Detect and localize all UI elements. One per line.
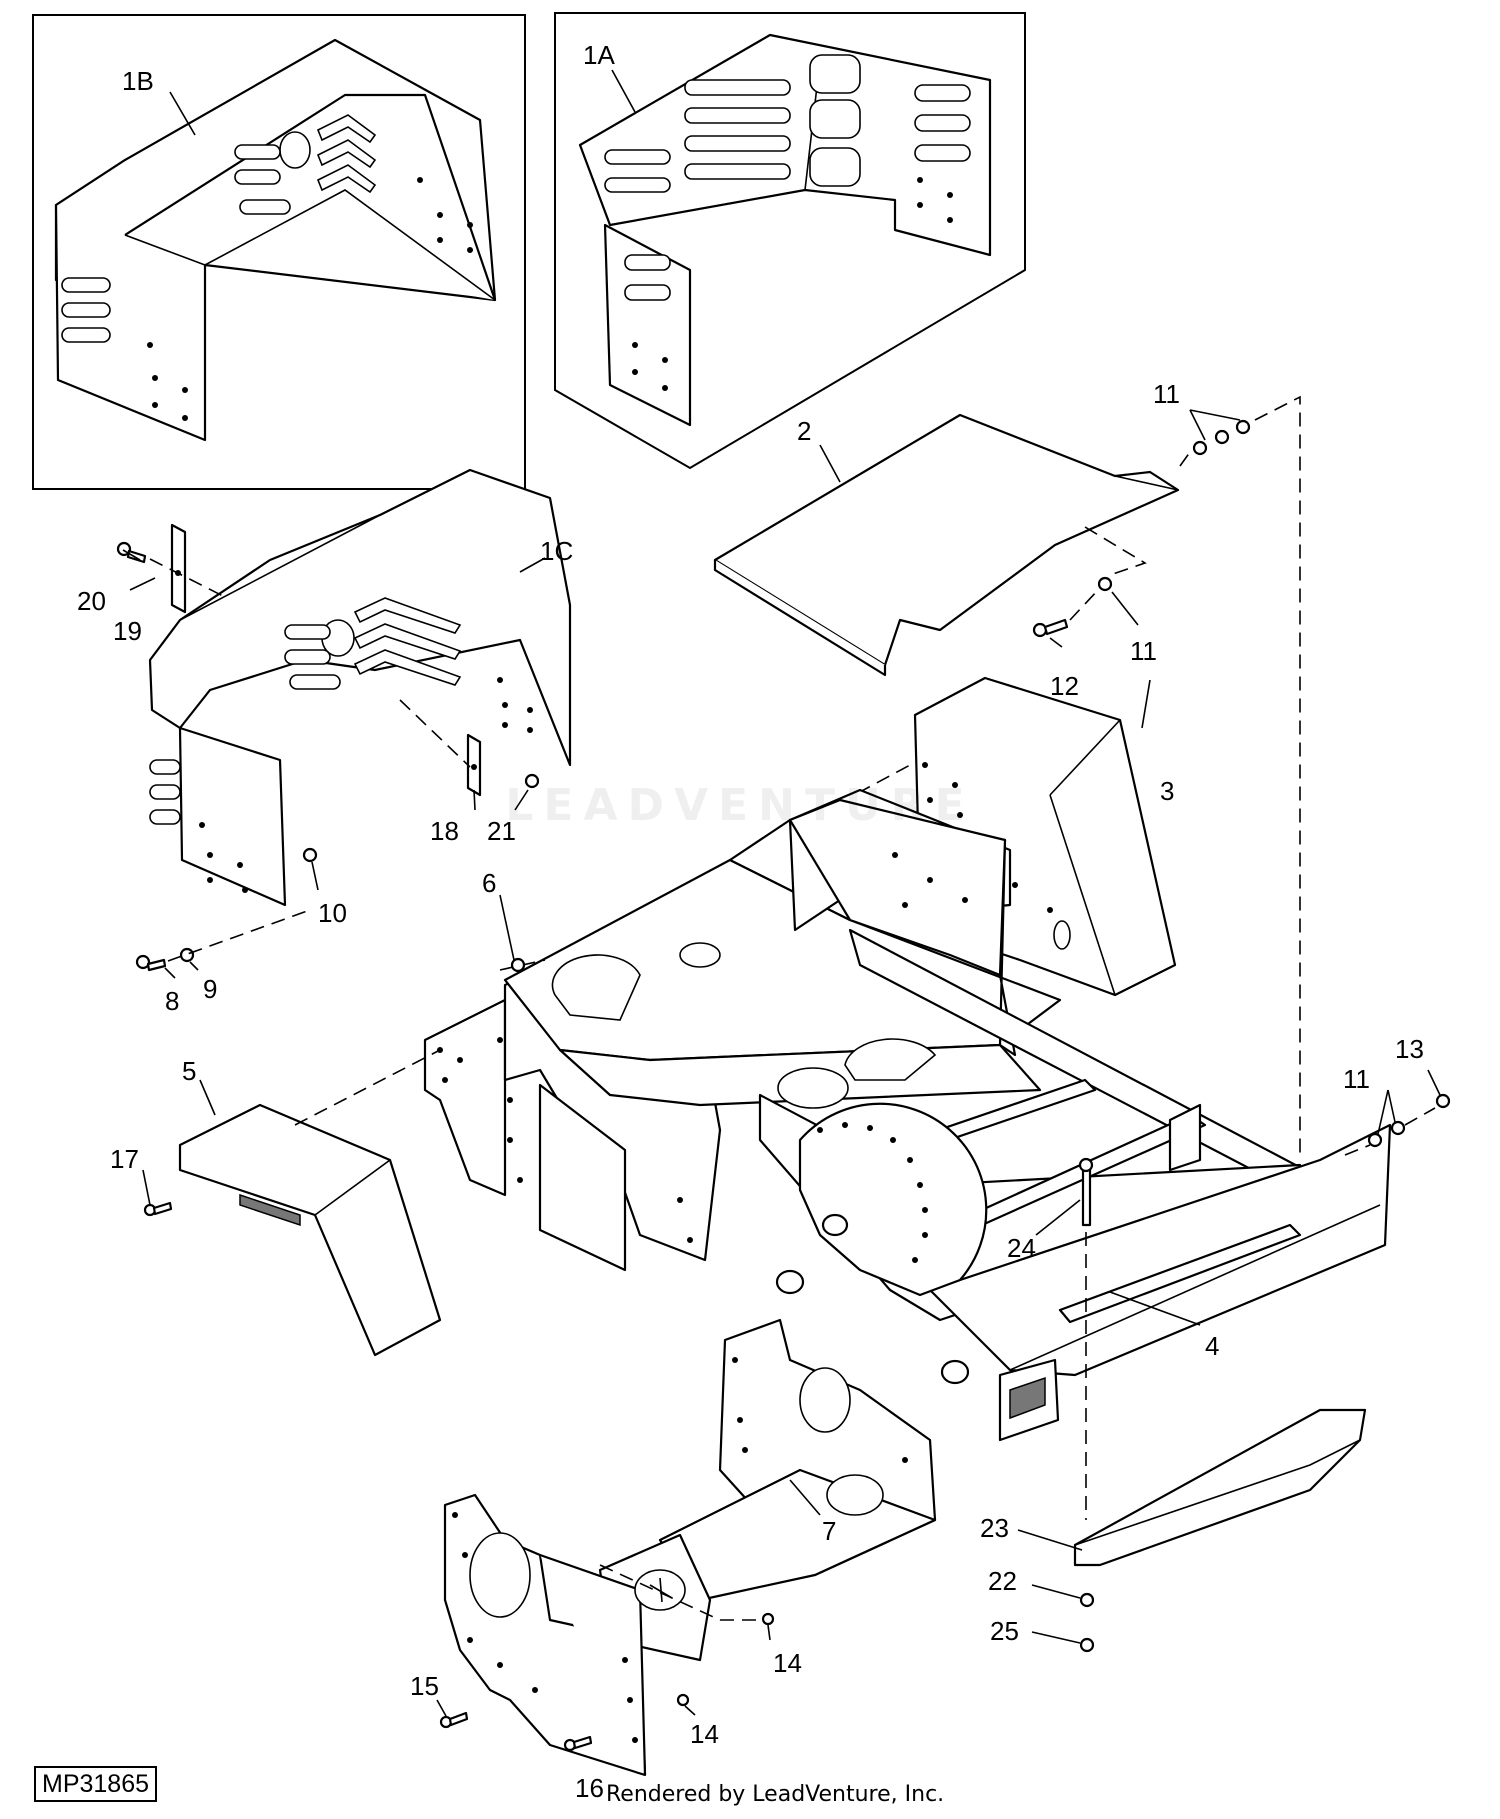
callout-6: 6 [482, 868, 496, 898]
nut-22 [1079, 1592, 1095, 1608]
callout-23: 23 [980, 1513, 1009, 1543]
leader-lines [122, 409, 1441, 1717]
bolt-20 [116, 541, 147, 564]
callout-21: 21 [487, 816, 516, 846]
nut-14-upper [761, 1612, 775, 1626]
callout-22: 22 [988, 1566, 1017, 1596]
main-frame-4 [423, 788, 1392, 1442]
callout-11-right: 11 [1343, 1064, 1370, 1094]
callout-10: 10 [318, 898, 347, 928]
seat-pan-2 [713, 413, 1180, 677]
nut-6 [510, 957, 526, 973]
bracket-18 [466, 733, 482, 797]
callout-14-upper: 14 [773, 1648, 802, 1678]
washer-stack-11-right [1367, 1120, 1406, 1148]
callout-25: 25 [990, 1616, 1019, 1646]
nut-11-mid [1097, 576, 1113, 592]
callout-14-lower: 14 [690, 1719, 719, 1749]
callout-11-top: 11 [1153, 379, 1180, 409]
washer-9 [179, 947, 195, 963]
callout-1c: 1C [540, 536, 573, 566]
watermark-logo: LEADVENTURE [505, 780, 975, 831]
bolt-24 [1078, 1157, 1094, 1227]
callout-12: 12 [1050, 671, 1079, 701]
callout-7: 7 [822, 1516, 836, 1546]
nut-14-lower [676, 1693, 690, 1707]
callout-8: 8 [165, 986, 179, 1016]
shroud-1b [54, 38, 497, 442]
callout-16: 16 [575, 1773, 604, 1803]
screw-15 [439, 1711, 469, 1729]
bolt-8 [135, 954, 167, 972]
callout-17: 17 [110, 1144, 139, 1174]
callout-5: 5 [182, 1056, 196, 1086]
callout-13: 13 [1395, 1034, 1424, 1064]
sub-frame-7 [443, 1318, 937, 1777]
callout-19: 19 [113, 616, 142, 646]
callout-2: 2 [797, 416, 811, 446]
callout-11-mid: 11 [1130, 636, 1157, 666]
callout-1b: 1B [122, 66, 154, 96]
callout-1a: 1A [583, 40, 615, 70]
inset-box-1b: 1B [32, 14, 526, 490]
callout-3: 3 [1160, 776, 1174, 806]
callout-24: 24 [1007, 1233, 1036, 1263]
inset-box-1a: 1A [554, 12, 1026, 470]
callouts: 1C 2 11 11 12 3 20 19 18 21 10 6 8 9 5 1… [77, 379, 1424, 1803]
bumper-23 [1073, 1408, 1367, 1567]
screw-17 [143, 1201, 173, 1217]
cover-5 [178, 1103, 442, 1357]
nut-13 [1435, 1093, 1451, 1109]
washer-stack-11-top [1192, 419, 1251, 456]
nut-25 [1079, 1637, 1095, 1653]
nut-10 [302, 847, 318, 863]
bracket-19 [170, 523, 187, 614]
screw-16 [563, 1735, 593, 1752]
diagram-code-label: MP31865 [34, 1766, 158, 1802]
render-credit: Rendered by LeadVenture, Inc. [606, 1782, 945, 1807]
shroud-1a [578, 33, 992, 427]
callout-9: 9 [203, 974, 217, 1004]
callout-15: 15 [410, 1671, 439, 1701]
bolt-12 [1032, 618, 1069, 638]
nut-21 [524, 773, 540, 789]
callout-20: 20 [77, 586, 106, 616]
shroud-1c [148, 468, 572, 907]
callout-18: 18 [430, 816, 459, 846]
callout-4: 4 [1205, 1331, 1219, 1361]
